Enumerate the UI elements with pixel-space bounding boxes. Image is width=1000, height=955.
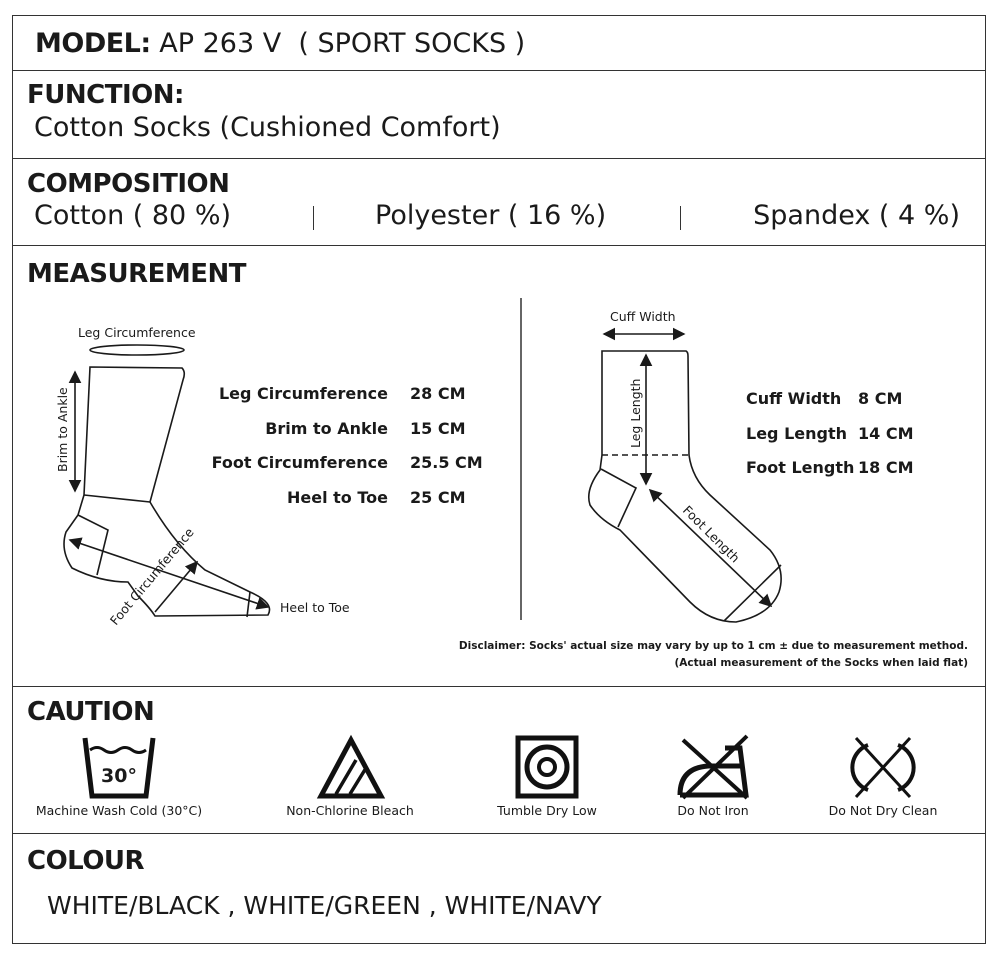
- leg-circumference-label: Leg Circumference: [78, 325, 196, 340]
- colour-heading: COLOUR: [27, 846, 145, 876]
- disclaimer: Disclaimer: Socks' actual size may vary …: [458, 640, 968, 652]
- measure-label: Heel to Toe: [287, 488, 388, 507]
- measure-label: Brim to Ankle: [265, 419, 388, 438]
- ankle-sock-diagram: [587, 327, 782, 623]
- measure-value: 15 CM: [410, 419, 466, 438]
- foot-length-arrow: [648, 488, 773, 608]
- measure-label: Foot Length: [746, 458, 855, 477]
- machine-wash-icon: 30°: [82, 737, 156, 799]
- composition-separator: [680, 206, 681, 230]
- do-not-dry-clean-icon: [850, 736, 916, 799]
- function-value: Cotton Socks (Cushioned Comfort): [34, 112, 501, 143]
- heel-patch: [600, 468, 638, 528]
- care-label-machine-wash: Machine Wash Cold (30°C): [35, 803, 203, 818]
- wash-temperature: 30°: [101, 765, 137, 787]
- do-not-iron-icon: [677, 734, 749, 800]
- divider: [12, 686, 986, 687]
- measure-value: 8 CM: [858, 389, 903, 408]
- brim-to-ankle-label: Brim to Ankle: [55, 387, 70, 472]
- measure-label: Leg Circumference: [218, 384, 388, 403]
- colour-value: WHITE/BLACK , WHITE/GREEN , WHITE/NAVY: [47, 891, 602, 920]
- caution-heading: CAUTION: [27, 697, 155, 727]
- spec-sheet-frame: [12, 15, 986, 944]
- measure-label: Cuff Width: [746, 389, 842, 408]
- care-label-iron: Do Not Iron: [677, 803, 749, 818]
- crew-sock-diagram: [63, 344, 271, 618]
- heel-to-toe-label: Heel to Toe: [280, 600, 350, 615]
- heel-to-toe-arrow: [68, 537, 270, 610]
- ankle-sock-outline: [587, 350, 782, 623]
- composition-polyester: Polyester ( 16 %): [375, 200, 607, 231]
- function-heading: FUNCTION:: [27, 80, 184, 110]
- cuff-width-label: Cuff Width: [610, 309, 676, 324]
- care-label-tumble-dry: Tumble Dry Low: [497, 803, 597, 818]
- leg-length-label: Leg Length: [628, 379, 643, 448]
- model-line: MODEL: AP 263 V ( SPORT SOCKS ): [35, 28, 525, 59]
- composition-cotton: Cotton ( 80 %): [34, 200, 232, 231]
- composition-heading: COMPOSITION: [27, 169, 230, 199]
- care-label-bleach: Non-Chlorine Bleach: [286, 803, 414, 818]
- composition-separator: [313, 206, 314, 230]
- measure-value: 14 CM: [858, 424, 914, 443]
- composition-spandex: Spandex ( 4 %): [753, 200, 960, 231]
- model-label: MODEL:: [35, 28, 151, 59]
- measure-value: 25 CM: [410, 488, 466, 507]
- measurement-heading: MEASUREMENT: [27, 259, 247, 289]
- measure-label: Foot Circumference: [211, 453, 388, 472]
- leg-circumference-arrow: [89, 344, 185, 356]
- divider: [12, 70, 986, 71]
- measure-value: 28 CM: [410, 384, 466, 403]
- care-label-dry-clean: Do Not Dry Clean: [828, 803, 938, 818]
- disclaimer-note: (Actual measurement of the Socks when la…: [674, 657, 968, 669]
- measure-label: Leg Length: [746, 424, 847, 443]
- non-chlorine-bleach-icon: [316, 734, 386, 799]
- divider: [12, 833, 986, 834]
- model-value: AP 263 V ( SPORT SOCKS ): [150, 28, 526, 59]
- measure-value: 25.5 CM: [410, 453, 483, 472]
- foot-circumference-arrow: [154, 560, 199, 613]
- measure-value: 18 CM: [858, 458, 914, 477]
- tumble-dry-low-icon: [515, 735, 579, 799]
- divider: [12, 158, 986, 159]
- ankle-line: [83, 494, 151, 503]
- divider: [12, 245, 986, 246]
